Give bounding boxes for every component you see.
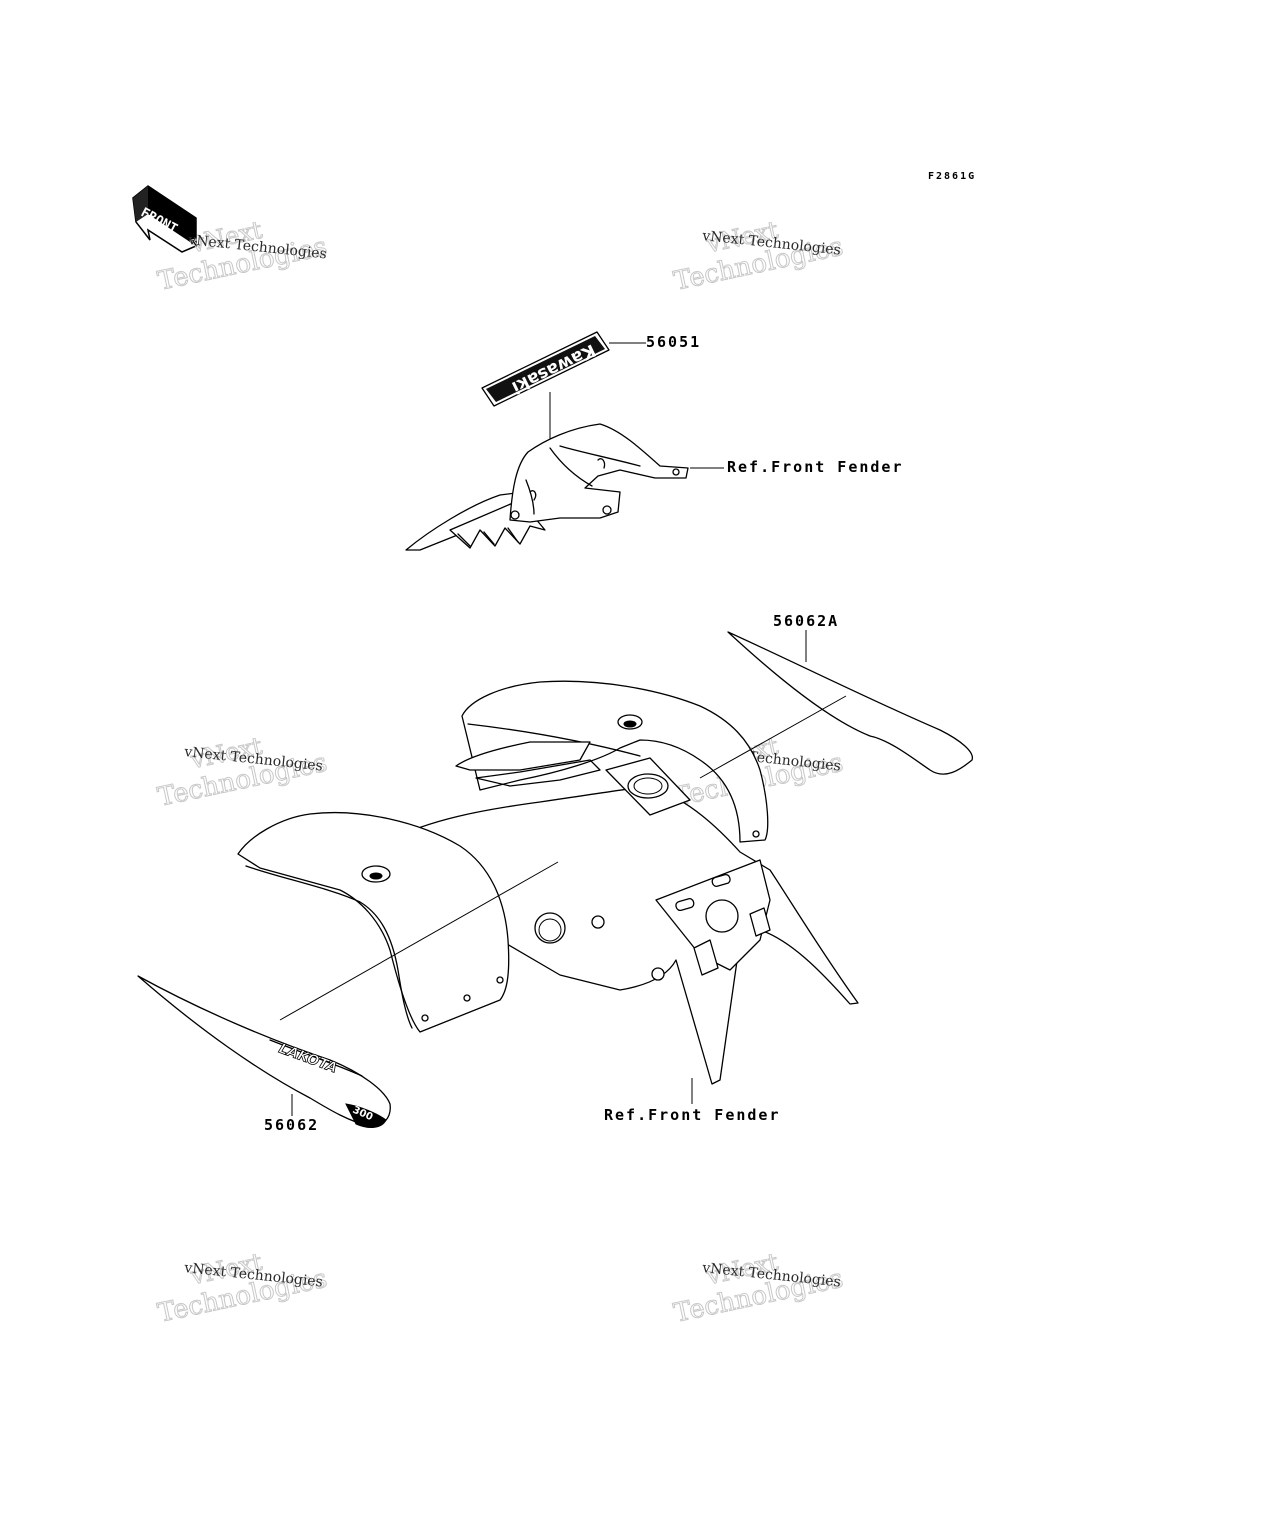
part-number-56062A: 56062A — [773, 612, 839, 630]
leader-56062A-to-fender — [699, 695, 847, 779]
decal-56062A — [727, 631, 973, 775]
front-fender-top-piece — [405, 423, 689, 551]
watermark-bottom-left: vNext Technologies — [155, 1247, 331, 1329]
part-number-56062: 56062 — [264, 1116, 319, 1134]
figure-code: F2861G — [928, 171, 976, 182]
part-number-56051: 56051 — [646, 333, 701, 351]
front-fender-main — [237, 680, 859, 1085]
front-arrow-icon: FRONT — [132, 185, 197, 253]
ref-front-fender-top: Ref.Front Fender — [727, 458, 904, 476]
kawasaki-decal-56051: Kawasaki — [481, 331, 610, 407]
leader-56062-to-fender — [279, 861, 559, 1021]
decal-56062-lakota: LAKOTA 300 — [137, 975, 391, 1128]
ref-front-fender-bottom: Ref.Front Fender — [604, 1106, 781, 1124]
